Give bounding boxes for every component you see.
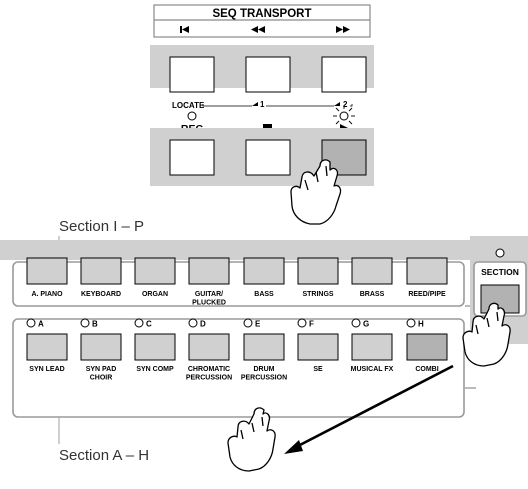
section-i-p-button-a-piano[interactable] [26, 257, 68, 285]
rec-led [187, 111, 197, 121]
finger-hand-icon-play [290, 159, 342, 225]
section-i-p-button-label: BASS [254, 291, 274, 298]
section-led [495, 248, 505, 258]
section-a-h-led-label-f: F [309, 320, 314, 329]
reverse-button[interactable] [245, 56, 291, 93]
section-a-h-button-label: CHROMATIC [188, 366, 230, 373]
section-i-p-button-label: A. PIANO [31, 291, 63, 298]
section-i-p-button-organ[interactable] [134, 257, 176, 285]
section-a-h-led-label-h: H [418, 320, 424, 329]
section-i-p-button-reed-pipe[interactable] [406, 257, 448, 285]
section-a-h-led-h [406, 318, 416, 328]
rewind-icon [251, 26, 265, 33]
section-a-h-button-label: SE [313, 366, 323, 373]
section-a-h-button-label: COMBI [415, 366, 438, 373]
section-i-p-button-label: ORGAN [142, 291, 168, 298]
section-a-h-button-label: SYN PAD [86, 366, 117, 373]
section-a-h-led-c [134, 318, 144, 328]
section-button-label: SECTION [481, 267, 519, 277]
section-a-h-led-label-a: A [38, 320, 44, 329]
section-a-h-led-label-c: C [146, 320, 152, 329]
section-i-p-button-bass[interactable] [243, 257, 285, 285]
section-a-h-led-g [351, 318, 361, 328]
section-a-h-button-drum-percussion[interactable] [243, 333, 285, 361]
locate-1-label: 1 [260, 100, 265, 109]
skip-to-start-icon [180, 26, 189, 33]
locate-2-label: 2 [343, 100, 348, 109]
section-a-h-button-label: SYN LEAD [29, 366, 64, 373]
section-a-h-row: A SYN LEAD B SYN PAD CHOIR C SYN COMP D CHROMATI… [26, 318, 448, 382]
section-i-p-button-label: BRASS [360, 291, 385, 298]
section-a-h-led-label-d: D [200, 320, 206, 329]
section-a-h-button-combi[interactable] [406, 333, 448, 361]
section-a-h-button-label: DRUM [254, 366, 275, 373]
section-i-p-button-guitar-plucked[interactable] [188, 257, 230, 285]
section-a-h-led-d [188, 318, 198, 328]
transport-title: SEQ TRANSPORT [212, 8, 311, 20]
section-a-h-button-musical-fx[interactable] [351, 333, 393, 361]
finger-hand-icon-bottom [227, 407, 276, 472]
section-a-h-led-label-e: E [255, 320, 261, 329]
seq-transport-panel: SEQ TRANSPORT LOCATE 1 2 REC [150, 4, 374, 186]
section-i-p-button-label: STRINGS [302, 291, 333, 298]
section-a-h-button-label: PERCUSSION [241, 375, 287, 382]
section-a-h-button-label: CHOIR [90, 375, 113, 382]
section-a-h-button-syn-pad-choir[interactable] [80, 333, 122, 361]
section-i-p-button-label: KEYBOARD [81, 291, 121, 298]
direction-arrow-icon [284, 364, 454, 454]
section-a-h-led-label-b: B [92, 320, 98, 329]
finger-hand-icon-section [462, 302, 511, 367]
fast-forward-icon [336, 26, 350, 33]
section-a-h-led-f [297, 318, 307, 328]
section-a-h-button-label: MUSICAL FX [351, 366, 394, 373]
section-a-h-caption: Section A – H [59, 447, 149, 464]
section-i-p-button-brass[interactable] [351, 257, 393, 285]
section-a-h-led-a [26, 318, 36, 328]
section-a-h-button-chromatic-percussion[interactable] [188, 333, 230, 361]
top-button[interactable] [169, 56, 215, 93]
section-top-band [0, 240, 464, 260]
section-i-p-button-keyboard[interactable] [80, 257, 122, 285]
section-a-h-frame [12, 318, 465, 418]
section-a-h-button-syn-comp[interactable] [134, 333, 176, 361]
rec-button[interactable] [169, 139, 215, 176]
play-led-lit [333, 105, 355, 125]
forward-button[interactable] [321, 56, 367, 93]
section-a-h-button-label: SYN COMP [136, 366, 174, 373]
section-i-p-button-label: GUITAR/ [195, 291, 223, 298]
section-i-p-button-label: PLUCKED [192, 300, 226, 307]
section-i-p-caption: Section I – P [59, 218, 144, 235]
section-i-p-button-strings[interactable] [297, 257, 339, 285]
section-a-h-button-label: PERCUSSION [186, 375, 232, 382]
section-a-h-led-e [243, 318, 253, 328]
section-a-h-button-se[interactable] [297, 333, 339, 361]
section-i-p-row: PRE 1A. PIANOPRE 2KEYBOARDPRE 3ORGANPRE … [26, 257, 448, 307]
section-a-h-button-syn-lead[interactable] [26, 333, 68, 361]
locate-label: LOCATE [172, 101, 205, 110]
section-i-p-frame [12, 261, 465, 307]
section-a-h-led-b [80, 318, 90, 328]
stop-button[interactable] [245, 139, 291, 176]
section-a-h-led-label-g: G [363, 320, 369, 329]
section-i-p-button-label: REED/PIPE [408, 291, 446, 298]
